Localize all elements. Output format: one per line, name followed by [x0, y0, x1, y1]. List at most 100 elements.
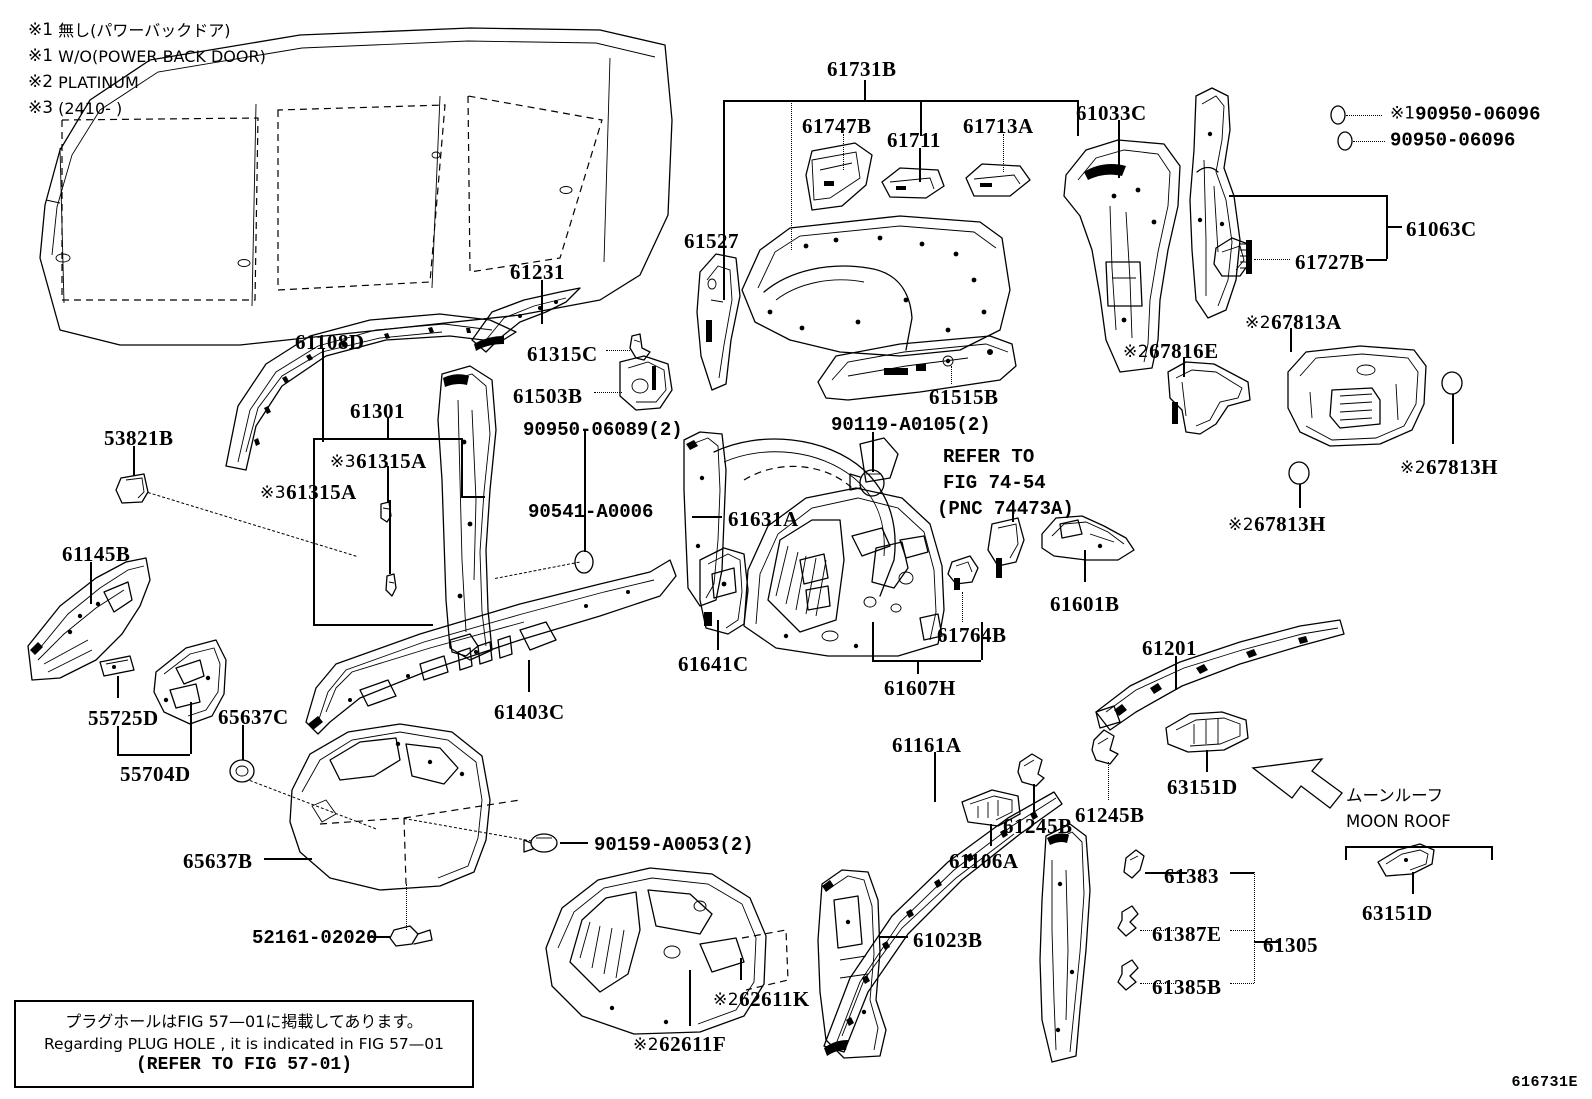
part-61764B	[947, 555, 979, 590]
callout-90541-A0006[interactable]: 90541-A0006	[528, 501, 654, 523]
callout-61631A[interactable]: 61631A	[728, 507, 799, 531]
callout-61403C[interactable]: 61403C	[494, 700, 565, 724]
callout-61305[interactable]: 61305	[1263, 933, 1318, 957]
callout-61601B[interactable]: 61601B	[1050, 592, 1120, 616]
bracket-61305-arm3	[1230, 983, 1254, 984]
callout-67813A[interactable]: ※267813A	[1245, 312, 1342, 333]
mark-90950-1: ※1	[1390, 103, 1416, 124]
callout-61515B[interactable]: 61515B	[929, 385, 999, 409]
callout-61385B[interactable]: 61385B	[1152, 975, 1222, 999]
callout-90950-06096-2[interactable]: 90950-06096	[1390, 129, 1516, 152]
bracket-61305-arm1	[1230, 872, 1254, 874]
callout-63151D-top[interactable]: 63151D	[1167, 775, 1238, 799]
callout-65637B[interactable]: 65637B	[183, 849, 253, 873]
callout-63151D-bottom[interactable]: 63151D	[1362, 901, 1433, 925]
leader-90950-2	[1353, 141, 1385, 142]
part-65637B	[289, 723, 521, 891]
callout-61161A[interactable]: 61161A	[892, 733, 962, 757]
callout-61387E[interactable]: 61387E	[1152, 922, 1222, 946]
callout-65637C[interactable]: 65637C	[218, 705, 289, 729]
callout-61641C[interactable]: 61641C	[678, 652, 749, 676]
callout-61108D[interactable]: 61108D	[295, 330, 365, 354]
bracket-61305-spine	[1254, 872, 1255, 983]
callout-61383[interactable]: 61383	[1164, 864, 1219, 888]
callout-61315A-1[interactable]: ※361315A	[330, 451, 427, 472]
callout-61245B-2[interactable]: 61245B	[1075, 803, 1145, 827]
callout-61033C[interactable]: 61033C	[1076, 101, 1147, 125]
callout-61245B-1[interactable]: 61245B	[1003, 814, 1073, 838]
part-61245B-2	[1091, 729, 1119, 765]
callout-61503B[interactable]: 61503B	[513, 384, 583, 408]
bracket-61305-arm2	[1230, 930, 1254, 931]
part-61711	[881, 167, 945, 199]
callout-52161-02020[interactable]: 52161-02020	[252, 927, 378, 949]
callout-90119-A0105[interactable]: 90119-A0105(2)	[831, 414, 991, 436]
legend-text-2: W/O(POWER BACK DOOR)	[58, 47, 266, 66]
callout-61764B[interactable]: 61764B	[937, 623, 1007, 647]
callout-67813H-right[interactable]: ※267813H	[1400, 457, 1498, 478]
moonroof-label-jp: ムーンルーフ	[1346, 786, 1444, 805]
leader-61503B	[594, 392, 622, 393]
leader-90541-stem	[584, 512, 586, 550]
legend-line-2: ※1 W/O(POWER BACK DOOR)	[28, 44, 266, 69]
bracket-61731B-right	[1077, 100, 1079, 136]
bolt-90159-A0053	[523, 833, 558, 853]
callout-61315A-1-text: 61315A	[356, 449, 427, 473]
callout-61106A[interactable]: 61106A	[949, 849, 1019, 873]
callout-62611K[interactable]: ※262611K	[713, 989, 810, 1010]
part-61385B	[1117, 959, 1139, 991]
callout-61301[interactable]: 61301	[350, 399, 405, 423]
callout-67816E[interactable]: ※267816E	[1123, 341, 1219, 362]
callout-55704D[interactable]: 55704D	[120, 762, 191, 786]
pointer-arrow	[1251, 758, 1343, 809]
leader-62611F	[689, 970, 691, 1026]
callout-61315A-2[interactable]: ※361315A	[260, 482, 357, 503]
callout-61727B[interactable]: 61727B	[1295, 250, 1365, 274]
mark-67813H-left: ※2	[1228, 515, 1255, 535]
part-61607H	[743, 487, 945, 657]
leader-61161A	[934, 752, 936, 802]
bracket-61731B-mid	[791, 100, 792, 250]
callout-61747B[interactable]: 61747B	[802, 114, 872, 138]
part-61713A	[965, 163, 1031, 197]
leader-61231	[541, 280, 543, 324]
callout-61145B[interactable]: 61145B	[62, 542, 131, 566]
callout-90159-A0053[interactable]: 90159-A0053(2)	[594, 834, 754, 856]
callout-62611F[interactable]: ※262611F	[633, 1034, 726, 1055]
callout-55725D[interactable]: 55725D	[88, 706, 159, 730]
callout-61711[interactable]: 61711	[887, 128, 941, 152]
leader-61385B	[1140, 983, 1176, 984]
grommets-90950	[1330, 105, 1353, 151]
callout-53821B[interactable]: 53821B	[104, 426, 174, 450]
callout-90950-06096-1[interactable]: ※190950-06096	[1390, 103, 1540, 125]
callout-61023B[interactable]: 61023B	[913, 928, 983, 952]
callout-61231[interactable]: 61231	[510, 260, 565, 284]
callout-61527[interactable]: 61527	[684, 229, 739, 253]
callout-61201[interactable]: 61201	[1142, 636, 1197, 660]
callout-61063C[interactable]: 61063C	[1406, 217, 1477, 241]
bracket-61301-right-arm	[461, 496, 485, 498]
callout-67813H-left[interactable]: ※267813H	[1228, 514, 1326, 535]
bracket-55704D-left	[117, 726, 119, 754]
part-quarter-inner-panel	[741, 215, 1011, 357]
callout-61315C[interactable]: 61315C	[527, 342, 598, 366]
callout-61607H[interactable]: 61607H	[884, 676, 956, 700]
leader-90119	[872, 432, 874, 472]
callout-90950-06089[interactable]: 90950-06089(2)	[523, 419, 683, 441]
part-63151D-top	[1165, 711, 1249, 753]
leader-61711	[919, 148, 921, 182]
callout-61731B[interactable]: 61731B	[827, 57, 897, 81]
bracket-61607H-left	[872, 622, 874, 660]
mark-61315A-2: ※3	[260, 483, 287, 503]
callout-61713A[interactable]: 61713A	[963, 114, 1034, 138]
part-55725D	[99, 655, 135, 677]
part-61161A	[823, 791, 1063, 1056]
leader-61201	[1175, 656, 1177, 690]
mark-67813A: ※2	[1245, 313, 1272, 333]
part-61305-pillar	[1039, 823, 1091, 1063]
part-61631A	[683, 431, 909, 607]
part-65637C-washer	[229, 759, 255, 783]
leader-90950-06089	[584, 430, 586, 552]
part-61641C	[699, 547, 749, 635]
part-61301	[437, 365, 497, 661]
